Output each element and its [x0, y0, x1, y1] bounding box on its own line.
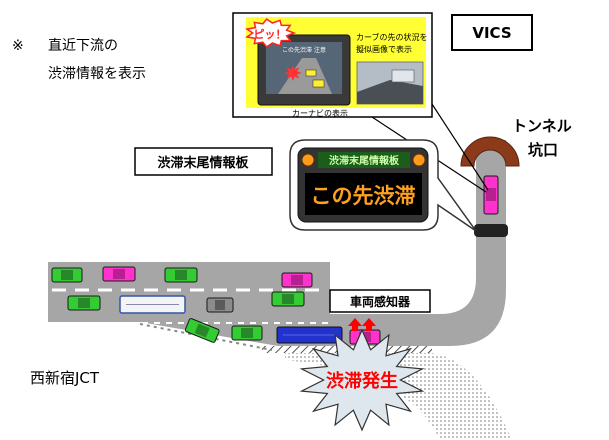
car-green [164, 267, 198, 283]
tunnel-portal-icon [460, 136, 520, 167]
car-magenta [281, 272, 313, 288]
vics-label: VICS [472, 24, 511, 42]
car-green [231, 325, 263, 341]
tunnel-label-line-1: トンネル [512, 117, 572, 135]
board-header: 渋滞末尾情報板 [329, 154, 400, 167]
board-label: 渋滞末尾情報板 [157, 155, 249, 171]
note-line-2: 渋滞情報を表示 [48, 66, 146, 82]
board-label-box [134, 147, 273, 176]
detector-label: 車両感知器 [350, 294, 411, 309]
car-green [67, 295, 101, 311]
board-lamp-left-icon [301, 153, 315, 167]
car-gray [206, 297, 234, 313]
junction-label: 西新宿JCT [30, 369, 100, 387]
ramp-dotted-area [285, 353, 512, 440]
bus-white [119, 295, 186, 314]
info-board-device [474, 224, 508, 237]
navi-desc-line-1: カーブの先の状況を [356, 32, 428, 42]
merge-lane-edge [139, 323, 273, 351]
vics-box [451, 14, 533, 51]
navi-screen-text: この先渋滞 注意 [282, 46, 326, 54]
expressway-road [48, 140, 506, 346]
navi-beep-text: ピッ！ [254, 28, 287, 41]
tunnel-label-line-2: 坑口 [528, 141, 558, 159]
navi-desc-line-2: 擬似画像で表示 [356, 44, 412, 54]
board-lamp-right-icon [412, 153, 426, 167]
car-green [271, 291, 305, 307]
car-green [51, 267, 83, 283]
congestion-burst-icon [299, 328, 425, 432]
navi-screen-car [312, 79, 325, 88]
car-magenta-tunnel-approach [483, 175, 499, 215]
congestion-label: 渋滞発生 [326, 370, 398, 392]
navi-photo [356, 61, 424, 105]
beep-burst-icon [245, 18, 297, 48]
detector-arrow-icon [362, 318, 376, 331]
car-green-merging [184, 318, 220, 343]
detector-arrow-icon [348, 318, 362, 331]
navi-callout-line [431, 103, 489, 191]
bus-blue [276, 326, 343, 344]
note-mark: ※ [12, 38, 24, 54]
board-header-bar [318, 152, 410, 168]
navi-caption: カーナビの表示 [292, 108, 348, 118]
navi-screen-car [305, 69, 317, 77]
detector-label-box [329, 289, 431, 313]
board-message: この先渋滞 [311, 184, 416, 208]
board-message-panel [305, 173, 422, 215]
note-line-1: 直近下流の [48, 37, 118, 54]
car-magenta [102, 266, 136, 282]
navi-alert-icon [284, 65, 302, 81]
